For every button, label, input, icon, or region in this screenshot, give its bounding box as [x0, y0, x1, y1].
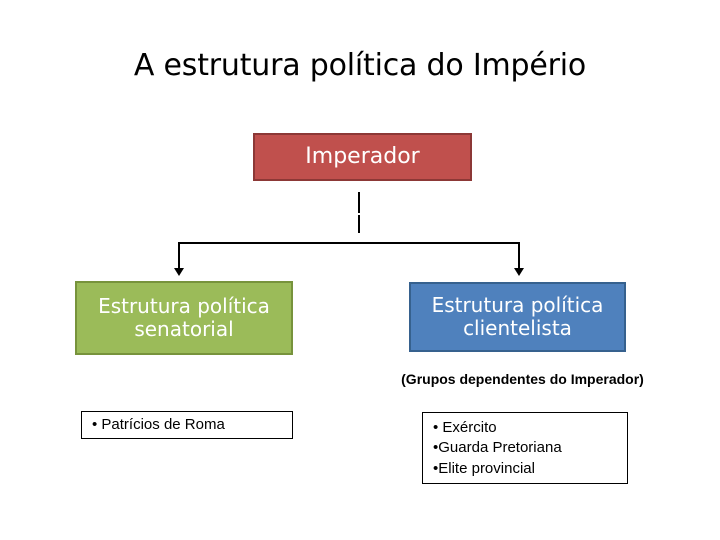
node-senatorial-label: Estrutura política senatorial	[98, 293, 270, 341]
node-clientelist-label: Estrutura política clientelista	[431, 292, 604, 340]
caption-dependent-groups: (Grupos dependentes do Imperador)	[401, 371, 644, 387]
connector-stem-lower	[358, 215, 360, 233]
node-clientelist[interactable]: Estrutura política clientelista	[409, 282, 626, 352]
list-box-clientelist: • Exército •Guarda Pretoriana •Elite pro…	[422, 412, 628, 484]
arrow-head-left-icon	[174, 268, 184, 276]
node-emperor[interactable]: Imperador	[253, 133, 472, 181]
node-senatorial[interactable]: Estrutura política senatorial	[75, 281, 293, 355]
connector-drop-left	[178, 242, 180, 270]
page-title: A estrutura política do Império	[133, 48, 587, 83]
list-item: • Patrícios de Roma	[92, 415, 225, 433]
arrow-head-right-icon	[514, 268, 524, 276]
list-item: • Exército	[433, 419, 497, 436]
connector-drop-right	[518, 242, 520, 270]
list-item: •Elite provincial	[433, 459, 535, 477]
list-item: •Guarda Pretoriana	[433, 439, 562, 457]
list-box-senatorial: • Patrícios de Roma	[81, 411, 293, 439]
connector-horizontal-bus	[178, 242, 520, 244]
node-emperor-label: Imperador	[305, 144, 420, 170]
connector-stem-upper	[358, 192, 360, 213]
